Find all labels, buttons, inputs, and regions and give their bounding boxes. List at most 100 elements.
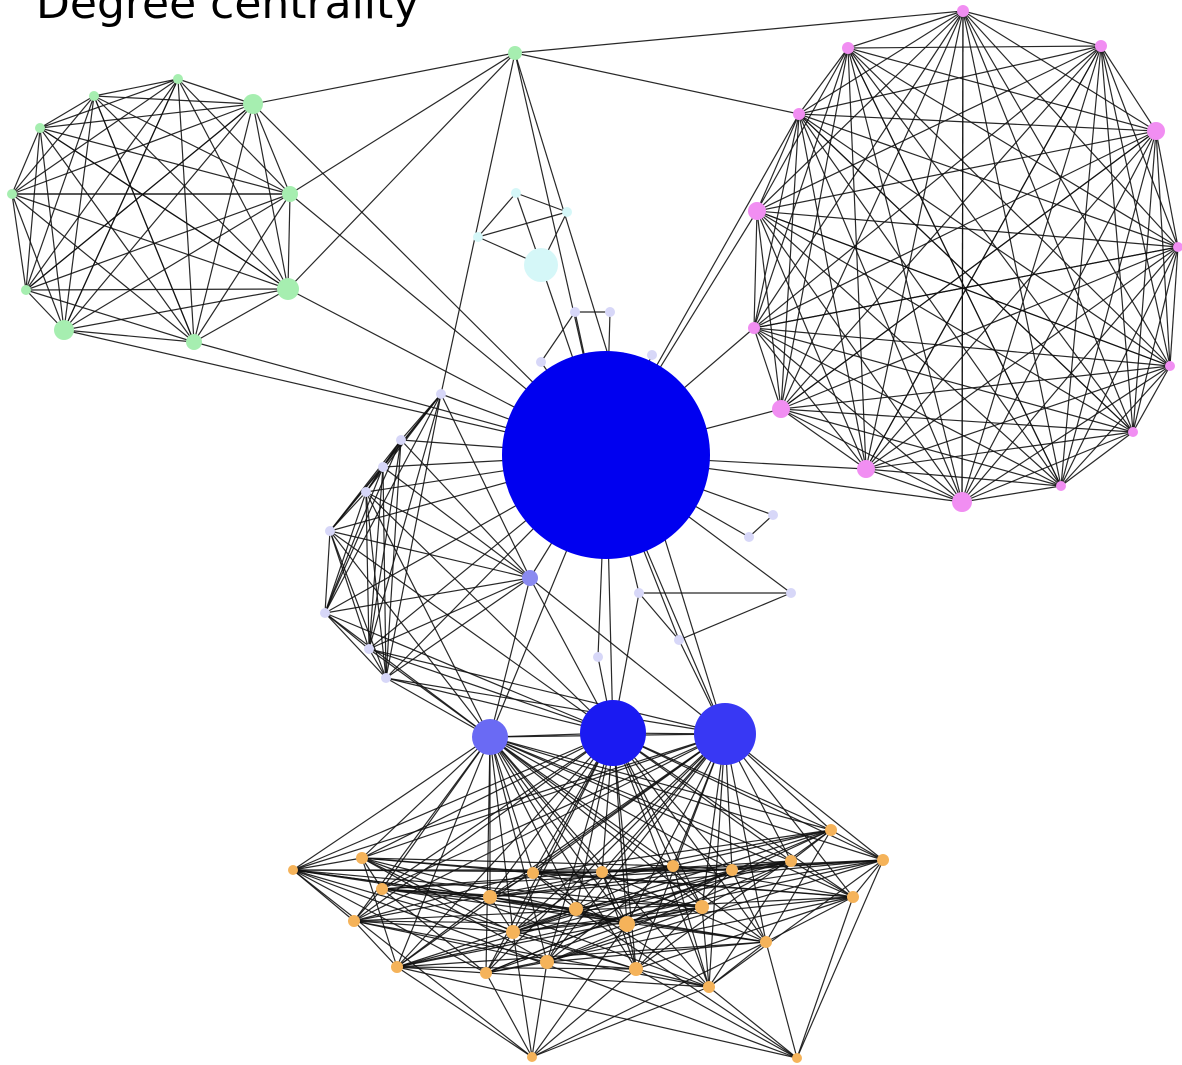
edge — [1100, 45, 1134, 433]
edge — [289, 52, 516, 195]
edge — [39, 127, 195, 343]
edge — [672, 865, 703, 908]
edge — [847, 47, 867, 470]
lav-node — [364, 644, 374, 654]
edge — [287, 52, 516, 290]
edge — [638, 592, 680, 641]
edge — [39, 95, 95, 129]
orange-node — [726, 864, 738, 876]
nodes — [7, 5, 1182, 1063]
edge — [961, 246, 1179, 503]
edge — [396, 908, 577, 968]
orange-node — [847, 891, 859, 903]
green-node — [35, 123, 45, 133]
edge — [612, 732, 767, 943]
edge — [353, 920, 514, 933]
orange-node — [288, 865, 298, 875]
edge — [961, 485, 1062, 503]
pink-node — [748, 322, 760, 334]
edge — [489, 736, 674, 867]
edge — [830, 829, 884, 861]
edge — [25, 103, 254, 291]
edge — [756, 210, 782, 410]
edge — [292, 869, 533, 1058]
edge — [11, 103, 254, 195]
edge — [756, 210, 867, 470]
edge — [1155, 130, 1171, 367]
orange-node — [480, 967, 492, 979]
edge — [575, 860, 792, 910]
orange-node — [792, 1053, 802, 1063]
edge — [1132, 365, 1171, 433]
edge — [865, 45, 1102, 470]
edge — [961, 365, 1171, 503]
edge — [63, 288, 289, 331]
edge — [368, 648, 726, 735]
edge — [962, 10, 1157, 132]
edge — [93, 95, 291, 195]
edge — [724, 733, 884, 861]
edge — [381, 888, 487, 974]
edge — [292, 869, 603, 873]
edge — [361, 857, 548, 963]
edge — [798, 113, 1171, 367]
pink-node — [1095, 40, 1107, 52]
edge — [11, 193, 195, 343]
edge — [385, 677, 726, 735]
edge — [193, 288, 289, 343]
pink-node — [957, 5, 969, 17]
edge — [381, 733, 726, 890]
edge — [489, 736, 628, 925]
edge — [252, 52, 516, 105]
edge — [365, 491, 370, 650]
edge — [612, 732, 854, 898]
orange-node — [540, 955, 554, 969]
edge — [329, 530, 614, 734]
pink-node — [1128, 427, 1138, 437]
edge — [63, 329, 195, 343]
edge — [381, 732, 614, 890]
edge — [635, 968, 798, 1059]
edge — [753, 45, 1102, 329]
edge — [252, 103, 289, 290]
edge — [531, 923, 628, 1058]
edge — [514, 10, 964, 54]
edge — [485, 972, 533, 1058]
edge — [765, 829, 832, 943]
orange-node — [760, 936, 772, 948]
edge — [489, 577, 531, 738]
edge — [324, 530, 331, 614]
lav-node — [361, 487, 371, 497]
edges — [11, 10, 1179, 1059]
edge — [753, 210, 758, 329]
edge — [489, 736, 577, 910]
edge — [612, 732, 710, 988]
edge — [1060, 130, 1157, 487]
edge — [780, 365, 1171, 410]
edge — [11, 95, 95, 195]
edge — [93, 95, 254, 105]
edge — [25, 127, 41, 291]
lav-node — [593, 652, 603, 662]
edge — [780, 47, 849, 410]
edge — [962, 10, 1062, 487]
lav-node — [744, 532, 754, 542]
edge — [1132, 130, 1157, 433]
edge — [1155, 130, 1179, 248]
edge — [961, 130, 1157, 503]
edge — [489, 736, 710, 988]
edge — [724, 733, 767, 943]
edge — [532, 872, 854, 898]
edge — [512, 733, 726, 933]
edge — [396, 906, 703, 968]
edge — [532, 872, 710, 988]
edge — [515, 192, 568, 213]
edge — [701, 906, 710, 988]
edge — [601, 865, 674, 873]
edge — [753, 327, 1062, 487]
edge — [626, 733, 726, 925]
edge — [865, 365, 1171, 470]
edge — [546, 906, 703, 963]
edge — [324, 491, 367, 614]
pink-node — [748, 202, 766, 220]
